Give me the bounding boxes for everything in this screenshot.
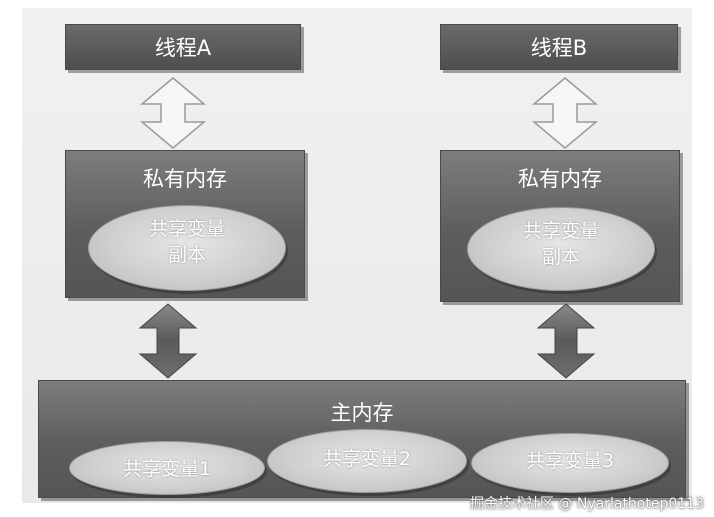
copy-b-line2: 副本	[541, 246, 580, 268]
thread-b-label: 线程B	[530, 36, 588, 60]
private-memory-b: 私有内存 共享变量 副本	[440, 150, 680, 302]
thread-b-box: 线程B	[440, 24, 678, 70]
copy-b-line1: 共享变量	[522, 220, 599, 242]
private-memory-a-title: 私有内存	[143, 167, 227, 191]
main-memory-title: 主内存	[330, 401, 394, 425]
shared-variable-1-label: 共享变量1	[122, 458, 212, 480]
private-memory-b-title: 私有内存	[518, 167, 602, 191]
watermark-text: 掘金技术社区 @ Nyarlathotep0113	[469, 496, 704, 512]
double-arrow-thread-a	[139, 77, 207, 149]
shared-variable-2-label: 共享变量2	[322, 448, 412, 470]
shared-variable-2: 共享变量2	[267, 429, 467, 493]
copy-a-line2: 副本	[167, 244, 206, 266]
shared-variable-3-label: 共享变量3	[525, 450, 615, 472]
thread-a-label: 线程A	[154, 36, 212, 60]
private-memory-a: 私有内存 共享变量 副本	[65, 150, 305, 298]
shared-variable-3: 共享变量3	[471, 433, 669, 493]
double-arrow-main-a	[138, 303, 198, 379]
main-memory: 主内存 共享变量1 共享变量2 共享变量3	[38, 380, 686, 498]
shared-variable-copy-a: 共享变量 副本	[88, 205, 286, 291]
shared-variable-copy-b: 共享变量 副本	[467, 207, 655, 291]
double-arrow-main-b	[536, 303, 596, 379]
shared-variable-1: 共享变量1	[69, 441, 265, 495]
thread-a-box: 线程A	[65, 24, 301, 70]
copy-a-line1: 共享变量	[148, 218, 225, 240]
double-arrow-thread-b	[531, 77, 599, 149]
